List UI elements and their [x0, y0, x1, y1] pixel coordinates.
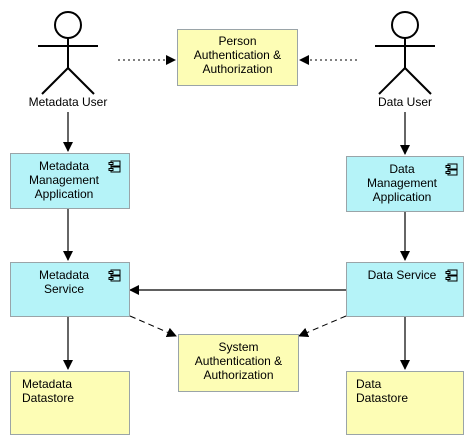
component-icon — [108, 160, 121, 173]
metadata-user-icon — [38, 11, 98, 95]
component-icon — [445, 269, 458, 282]
data-management-application-label: Data Management Application — [366, 162, 438, 204]
data-user-icon — [375, 11, 435, 95]
system-authentication-node: System Authentication & Authorization — [178, 334, 299, 392]
component-icon — [108, 269, 121, 282]
data-user-label: Data User — [377, 95, 433, 109]
data-datastore-node: Data Datastore — [346, 371, 464, 435]
data-service-label: Data Service — [367, 268, 437, 282]
component-icon — [445, 163, 458, 176]
data-service-to-system-auth-edge — [298, 315, 347, 338]
metadata-user-label: Metadata User — [28, 95, 108, 109]
metadata-service-node: Metadata Service — [10, 262, 130, 317]
data-service-node: Data Service — [346, 262, 464, 317]
metadata-service-to-system-auth-edge — [129, 315, 177, 337]
system-authentication-label: System Authentication & Authorization — [194, 340, 283, 382]
metadata-datastore-node: Metadata Datastore — [10, 371, 130, 435]
person-authentication-label: Person Authentication & Authorization — [193, 34, 282, 76]
metadata-management-application-node: Metadata Management Application — [10, 153, 130, 209]
metadata-management-application-label: Metadata Management Application — [28, 159, 100, 201]
data-datastore-label: Data Datastore — [356, 377, 409, 405]
metadata-service-label: Metadata Service — [38, 268, 90, 296]
person-authentication-node: Person Authentication & Authorization — [177, 29, 298, 86]
metadata-datastore-label: Metadata Datastore — [22, 377, 75, 405]
data-management-application-node: Data Management Application — [346, 156, 464, 212]
